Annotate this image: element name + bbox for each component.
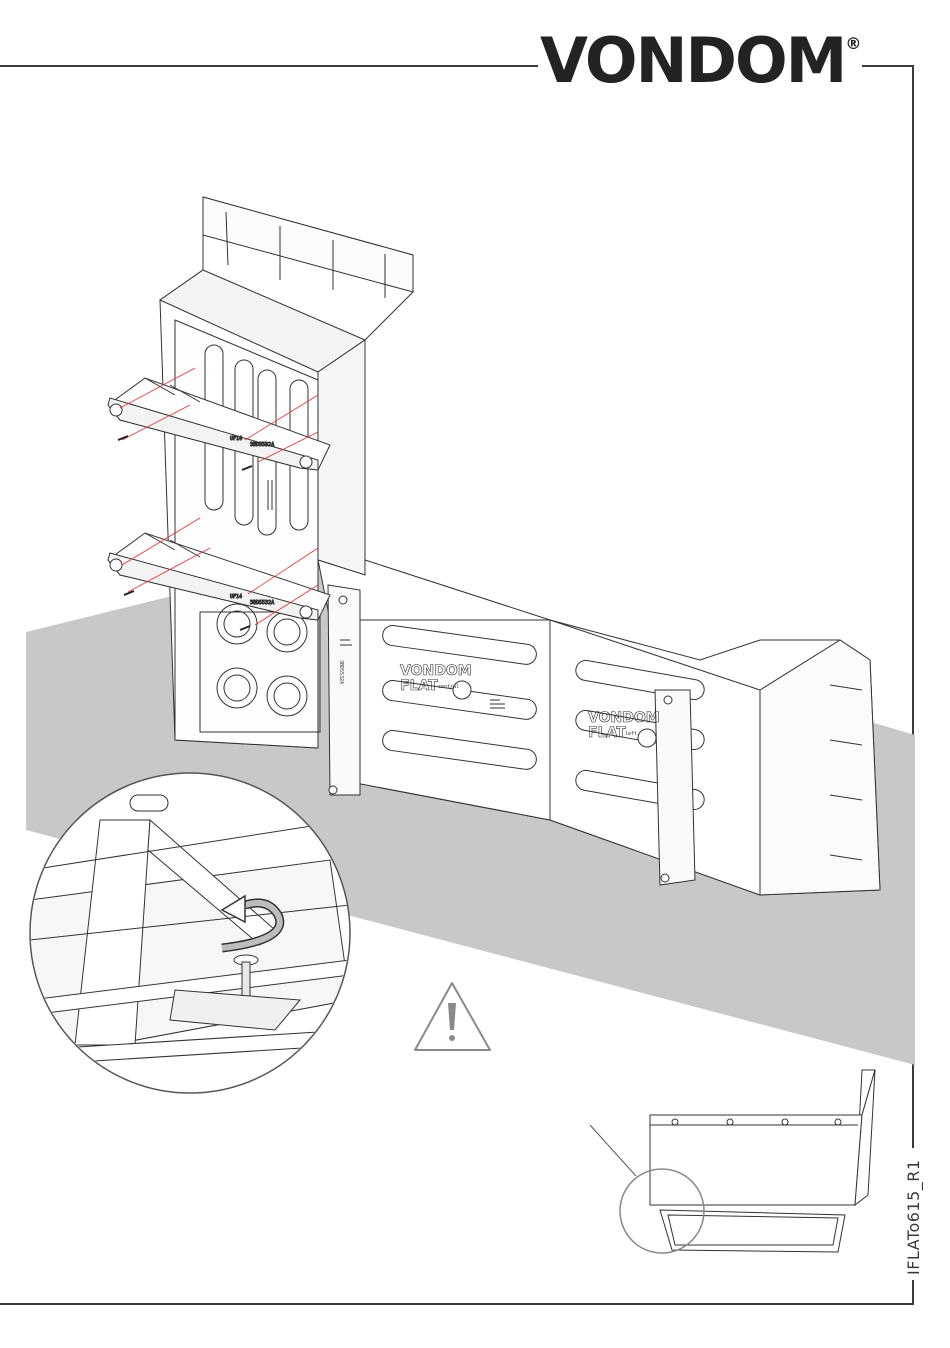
detail-zoom bbox=[30, 773, 350, 1093]
warning-triangle-icon bbox=[415, 983, 490, 1050]
seat-bracket-code: 3BD5532A bbox=[338, 660, 344, 684]
central-module-tag: central bbox=[438, 684, 459, 690]
left-module-brand: VONDOM bbox=[588, 710, 660, 726]
left-module-name: FLAT bbox=[588, 725, 626, 741]
lower-bracket-code: UF14 bbox=[230, 594, 242, 600]
chair-side-reference bbox=[590, 1070, 875, 1253]
left-module-tag: left bbox=[625, 731, 637, 737]
upper-bracket-code: UF14 bbox=[230, 436, 242, 442]
lower-bracket-ref: 3BD5532A bbox=[250, 600, 274, 606]
central-module-name: FLAT bbox=[400, 678, 438, 694]
central-module-brand: VONDOM bbox=[400, 663, 472, 679]
upper-bracket-ref: 3BD5532A bbox=[250, 442, 274, 448]
